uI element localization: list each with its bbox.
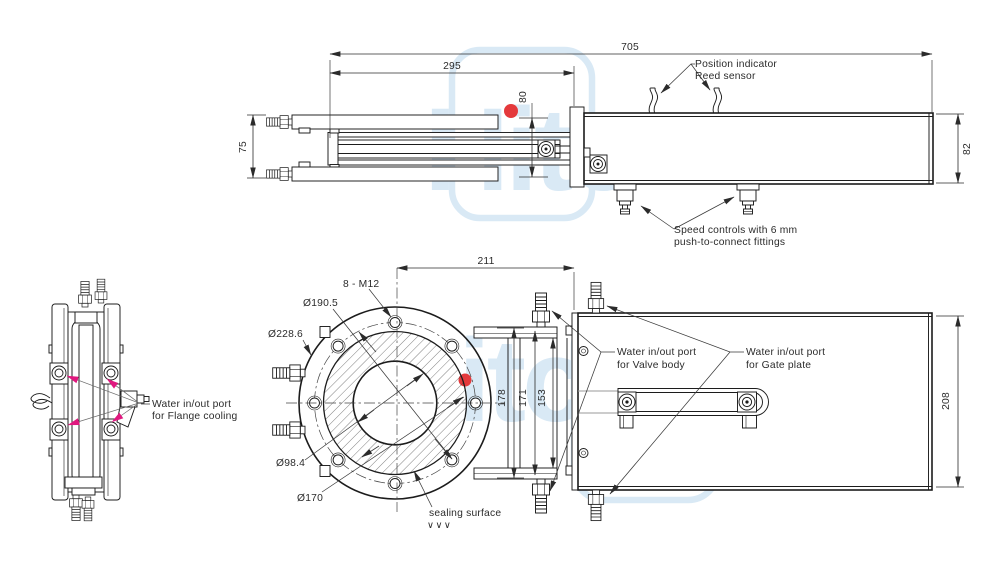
valve-body-port-label-1: Water in/out port <box>617 347 696 358</box>
gate-plate-port-label-1: Water in/out port <box>746 347 825 358</box>
dim-75-label: 75 <box>238 141 249 153</box>
cotter-clip <box>30 393 53 410</box>
dim-body-height: 82 <box>936 113 973 184</box>
side-view: 705 295 80 75 82 Position indicator Ree <box>238 42 973 248</box>
callout-valve-body-port: Water in/out port for Valve body <box>549 310 696 492</box>
gate-plate-port-label-2: for Gate plate <box>746 360 811 371</box>
valve-body-port-label-2: for Valve body <box>617 360 686 371</box>
callout-gate-plate-port: Water in/out port for Gate plate <box>606 305 825 495</box>
dim-705-label: 705 <box>621 42 639 53</box>
flange-od-label: Ø228.6 <box>268 329 303 340</box>
dim-171-label: 171 <box>518 389 529 407</box>
dim-178-label: 178 <box>497 389 508 407</box>
flange-diameter-callouts: 8 - M12 Ø190.5 Ø228.6 Ø98.4 Ø170 sealing… <box>268 279 501 531</box>
sealing-surface-label: sealing surface <box>429 508 501 519</box>
dim-extended-length: 295 <box>329 61 575 106</box>
body-stud-top <box>587 281 605 314</box>
dim-front-body-height: 208 <box>936 315 964 488</box>
reed-sensor-2 <box>708 87 724 114</box>
actuator-body <box>569 87 934 215</box>
bolt-circle-label: Ø190.5 <box>303 298 338 309</box>
dim-port-spacing: 80 <box>518 91 548 178</box>
dim-295-label: 295 <box>443 61 461 72</box>
position-indicator-label-1: Position indicator <box>695 59 777 70</box>
gate-bar-assembly <box>327 126 576 171</box>
speed-controls-label-1: Speed controls with 6 mm <box>674 225 797 236</box>
speed-control-fitting-2 <box>736 183 760 215</box>
flange-cooling-label-2: for Flange cooling <box>152 411 238 422</box>
speed-controls-label-2: push-to-connect fittings <box>674 237 785 248</box>
surface-finish-symbol: ∨∨∨ <box>427 520 452 531</box>
dim-flange-widths: 178 171 153 <box>497 327 556 479</box>
sealing-surface-hatch <box>323 331 467 475</box>
flange-cooling-fitting-1 <box>272 364 306 382</box>
bolt-pattern-label: 8 - M12 <box>343 279 379 290</box>
bonnet-stud-bottom <box>532 478 550 514</box>
dim-82-label: 82 <box>962 143 973 155</box>
flange <box>272 268 504 512</box>
watermark-i-dot <box>504 104 518 118</box>
flange-cooling-ports <box>49 362 121 441</box>
bonnet-stud-top <box>532 292 550 328</box>
valve-body <box>565 281 933 522</box>
bolt-holes <box>307 315 483 491</box>
dim-153-label: 153 <box>537 389 548 407</box>
body-stud-bottom <box>587 489 605 522</box>
dim-208-label: 208 <box>941 392 952 410</box>
left-side-view: Water in/out port for Flange cooling <box>30 278 238 522</box>
dim-80-label: 80 <box>518 91 529 103</box>
gate-plate-channel <box>578 388 769 429</box>
flange-cooling-label-1: Water in/out port <box>152 399 231 410</box>
flange-cooling-fitting-2 <box>272 421 306 439</box>
callout-flange-cooling: Water in/out port for Flange cooling <box>66 375 238 426</box>
reed-sensor-1 <box>644 87 660 114</box>
seal-dia-label: Ø170 <box>297 493 323 504</box>
bore-dia-label: Ø98.4 <box>276 458 305 469</box>
callout-position-indicator: Position indicator Reed sensor <box>660 59 777 94</box>
dim-211-label: 211 <box>477 256 494 267</box>
dim-center-to-body: 211 <box>396 256 575 310</box>
position-indicator-label-2: Reed sensor <box>695 71 756 82</box>
guide-rods <box>266 114 499 182</box>
front-view: 211 178 171 153 208 8 - M12 Ø190.5 Ø228.… <box>268 256 964 531</box>
callout-speed-controls: Speed controls with 6 mm push-to-connect… <box>640 196 797 248</box>
dim-rod-spacing: 75 <box>238 114 266 179</box>
